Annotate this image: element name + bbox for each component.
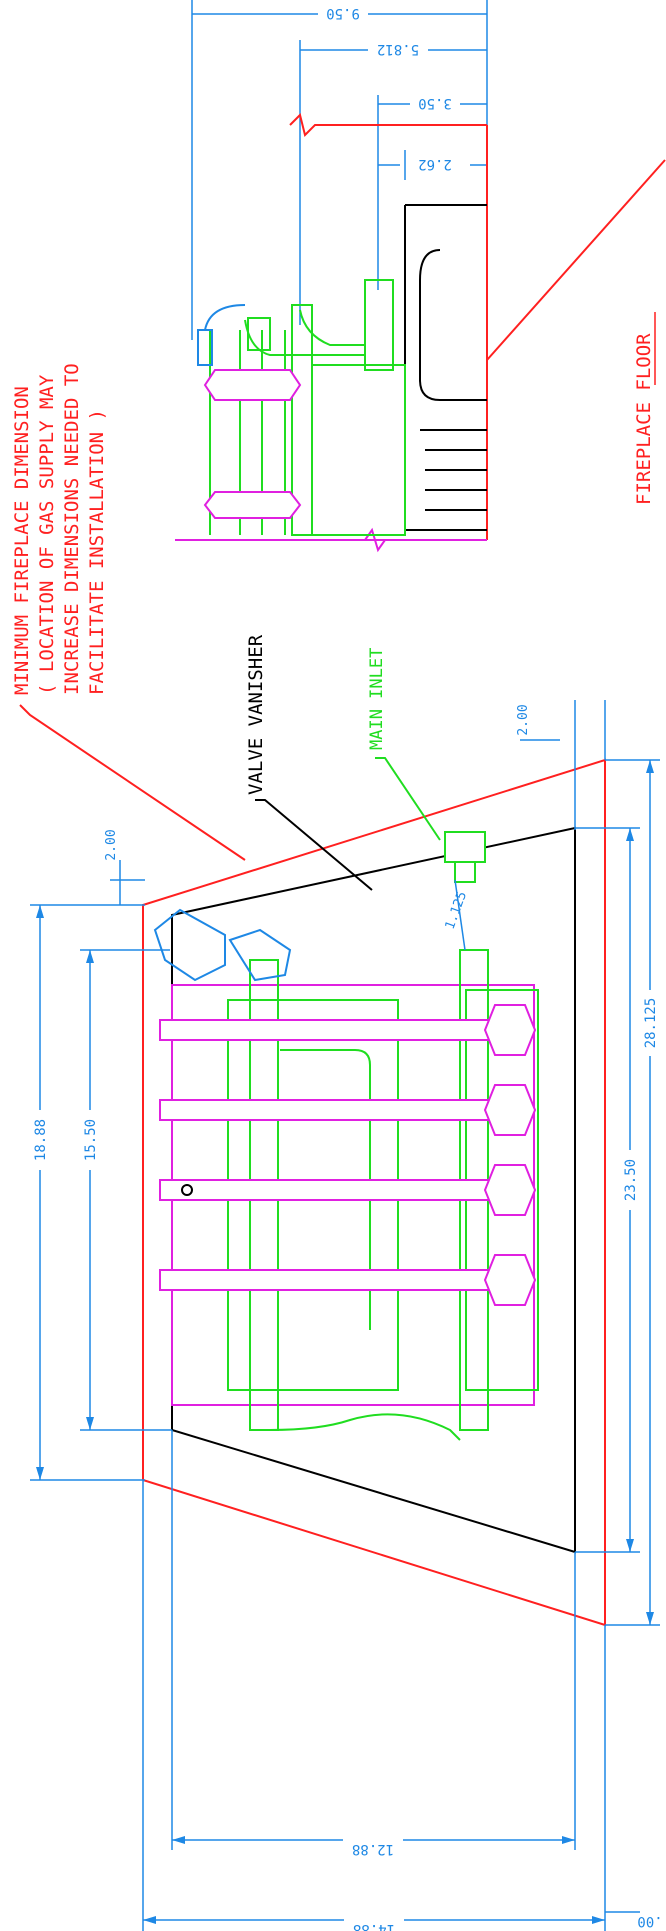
side-view: 9.50 5.812 3.50 2.62: [175, 0, 666, 553]
valve-vanisher-label: VALVE VANISHER: [245, 634, 267, 795]
plan-burner-hex-ends: [483, 1004, 537, 1306]
plan-view: 18.88 15.50 2.00 2.00 1.125 23.50 28.125…: [19, 700, 663, 1931]
svg-text:15.50: 15.50: [83, 1119, 99, 1161]
svg-text:28.125: 28.125: [643, 998, 659, 1049]
main-inlet-fitting: [444, 831, 486, 883]
svg-text:( LOCATION OF GAS SUPPLY MAY: ( LOCATION OF GAS SUPPLY MAY: [36, 374, 58, 695]
svg-text:9.50: 9.50: [326, 5, 360, 21]
plan-dimension-arrows: [36, 760, 654, 1924]
main-inlet-leader: [375, 757, 441, 841]
svg-text:12.88: 12.88: [352, 1841, 394, 1857]
svg-text:2.00: 2.00: [516, 704, 531, 735]
plan-dim-14-88: 14.88: [344, 1912, 404, 1931]
plan-valve-cluster: [153, 908, 292, 982]
side-break-line: [289, 113, 487, 137]
fireplace-floor-label: FIREPLACE FLOOR: [633, 333, 655, 505]
side-dim-3-50: 3.50: [410, 94, 460, 114]
plan-dim-12-88: 12.88: [343, 1832, 403, 1857]
plan-dim-28-125: 28.125: [642, 990, 659, 1056]
plan-dim-1-125: 1.125: [443, 890, 470, 932]
plan-dim-15-50: 15.50: [82, 1110, 99, 1170]
svg-text:1.125: 1.125: [443, 890, 470, 932]
svg-text:23.50: 23.50: [623, 1159, 639, 1201]
svg-text:.00: .00: [637, 1913, 662, 1929]
side-pan-profile: [404, 204, 487, 531]
minimum-dimension-leader: [19, 704, 246, 861]
svg-text:FACILITATE INSTALLATION ): FACILITATE INSTALLATION ): [86, 409, 108, 695]
side-fitting: [197, 304, 246, 366]
plan-dim-18-88: 18.88: [32, 1110, 49, 1170]
plan-pan-hole: [181, 1184, 193, 1196]
plan-dim-23-50: 23.50: [622, 1150, 639, 1210]
svg-text:INCREASE DIMENSIONS NEEDED TO: INCREASE DIMENSIONS NEEDED TO: [61, 363, 83, 695]
svg-text:MINIMUM FIREPLACE DIMENSION: MINIMUM FIREPLACE DIMENSION: [11, 386, 33, 695]
side-dim-2-62: 2.62: [418, 156, 452, 172]
plan-dimension-lines: [30, 700, 660, 1931]
side-burner-pipes: [203, 369, 302, 519]
side-dim-5-812: 5.812: [368, 40, 428, 60]
svg-text:14.88: 14.88: [353, 1921, 395, 1931]
svg-text:5.812: 5.812: [377, 41, 419, 57]
main-inlet-label: MAIN INLET: [367, 648, 387, 750]
svg-text:3.50: 3.50: [418, 95, 452, 111]
plan-dim-00: .00: [637, 1913, 662, 1929]
valve-vanisher-leader: [255, 799, 373, 891]
plan-dim-2-00-right: 2.00: [516, 704, 531, 735]
floor-leader: [486, 159, 666, 361]
plan-dim-2-00-left: 2.00: [104, 829, 119, 860]
plan-burner-tubes: [159, 1019, 526, 1291]
minimum-dimension-note: MINIMUM FIREPLACE DIMENSION ( LOCATION O…: [11, 363, 108, 695]
svg-text:2.62: 2.62: [418, 156, 452, 172]
side-dim-9-50: 9.50: [318, 4, 368, 24]
svg-text:2.00: 2.00: [104, 829, 119, 860]
svg-text:18.88: 18.88: [33, 1119, 49, 1161]
